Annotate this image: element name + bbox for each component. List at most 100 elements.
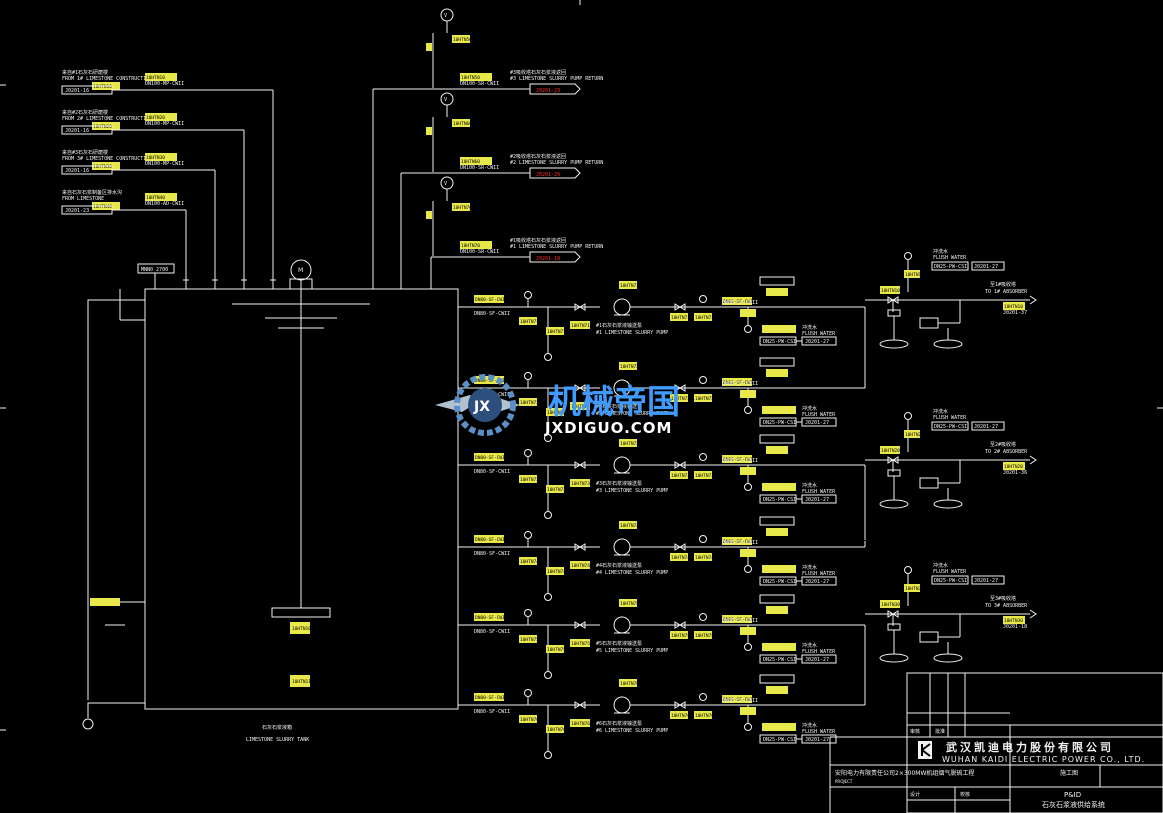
pump-suction-pipe: DN80-SF-CWII [474, 629, 510, 635]
instrument-icon [524, 291, 532, 299]
return-ref-box [529, 167, 581, 179]
pump-panel-tag-box [546, 567, 564, 575]
absorber-ref: J0201-37 [1003, 310, 1027, 316]
instrument-icon [699, 295, 707, 303]
absorber-flush-ref: J0201-27 [974, 264, 998, 270]
pump-suction-tag: DN80-SF-CWII [475, 455, 508, 461]
absorber-control-box [919, 631, 939, 643]
pump-interlock-tag-box [766, 446, 788, 454]
instrument-icon [904, 412, 912, 420]
pump-label-cn: #2石灰石浆液输送泵 [596, 403, 642, 410]
pump-disch-pipe: DN80-SF-CWII [722, 381, 758, 387]
pump-suction-tag: DN80-SF-CWII [475, 615, 508, 621]
pump-valve-tag: 10HTN72 [571, 404, 590, 410]
pump-disch-tag2-box [694, 471, 712, 479]
valve-icon [887, 610, 899, 618]
instrument-icon [544, 353, 552, 361]
pump-panel-tag: 10HTN73 [547, 487, 566, 493]
pump-label-en: #4 LIMESTONE SLURRY PUMP [596, 570, 668, 576]
absorber-flush-cn: 冲洗水 [933, 562, 948, 569]
source-line-tag: 10HTN30 [146, 155, 165, 161]
flush-pipe: DN25-PW-CSI [763, 579, 796, 585]
return-line-tag-box [460, 157, 492, 165]
pump-interlock-tag-box [766, 288, 788, 296]
absorber-valve-tag: 10HTN30 [905, 586, 924, 592]
flush-valve-tag-box [740, 390, 756, 398]
pump-icon [613, 616, 631, 634]
source-label-en: FROM 1# LIMESTONE CONSTRUCTIONS [62, 76, 155, 82]
valve-icon [574, 303, 586, 311]
pump-suction-tag-box [474, 295, 504, 303]
absorber-tag-box [1003, 616, 1025, 624]
instrument-icon [544, 511, 552, 519]
tank-tag-level: 10HTN10 [292, 626, 311, 632]
pump-disch-line-tag-box [722, 297, 752, 305]
source-ref: J0201-16 [65, 88, 89, 94]
source-pipe: DN100-MP-CWII [145, 121, 184, 127]
absorber-flush-pipe: DN25-PW-CSI [934, 578, 967, 584]
return-valve-tag-box [452, 119, 470, 127]
pump-panel-tag: 10HTN74 [547, 569, 566, 575]
pump-suction-tag: DN80-SF-CWII [475, 695, 508, 701]
pump-disch-pipe: DN80-SF-CWII [722, 540, 758, 546]
valve-icon [574, 701, 586, 709]
pump-interlock-box [759, 276, 795, 286]
absorber-tag-box [1003, 302, 1025, 310]
absorber-tag: 10HTN20 [1004, 464, 1023, 470]
flush-valve-tag-box [740, 707, 756, 715]
company-name-cn: 武汉凯迪电力股份有限公司 [946, 740, 1114, 754]
absorber-flush-ref-box [971, 421, 1005, 431]
pump-label-en: #1 LIMESTONE SLURRY PUMP [596, 330, 668, 336]
absorber-instrument-icon [879, 653, 909, 663]
instrument-icon [699, 535, 707, 543]
flush-valve-tag-box [740, 309, 756, 317]
pump-valve-tag: 10HTN74 [571, 563, 590, 569]
pump-disch-tag2-box [694, 711, 712, 719]
pump-panel-tag-box [546, 725, 564, 733]
pump-disch-line-tag-box [722, 537, 752, 545]
return-ref-box [529, 83, 581, 95]
return-ref: J0201-18 [536, 256, 560, 262]
pump-disch-tag-box [670, 471, 688, 479]
flush-label-en: FLUSH WATER [802, 331, 836, 337]
outlet-arrow-icon [1029, 295, 1037, 305]
valve-icon [674, 303, 686, 311]
pump-panel-tag: 10HTN71 [547, 329, 566, 335]
instrument-icon [544, 593, 552, 601]
pump-panel-tag: 10HTN72 [547, 410, 566, 416]
pump-local-tag: 10HTN75 [520, 637, 539, 643]
tank-nozzle-tag: MNN0 2700 [141, 267, 168, 273]
pump-disch-tag2-box [694, 553, 712, 561]
pump-disch-tag2: 10HTN76 [695, 713, 714, 719]
actuator-label: V [444, 181, 447, 187]
outlet-arrow-icon [1029, 609, 1037, 619]
valve-icon [674, 461, 686, 469]
tank-tag-temp: 10HTN11 [292, 679, 311, 685]
pump-suction-tag: DN80-SF-CWII [475, 378, 508, 384]
pump-interlock-box [759, 434, 795, 444]
absorber-flush-pipe: DN25-PW-CSI [934, 424, 967, 430]
return-vtag-box [426, 43, 432, 51]
pump-icon [613, 456, 631, 474]
pump-local-tag: 10HTN76 [520, 717, 539, 723]
absorber-instrument-icon [879, 499, 909, 509]
valve-icon [574, 621, 586, 629]
absorber-control-box [919, 317, 939, 329]
source-ref: J0201-16 [65, 128, 89, 134]
pump-suction-pipe: DN80-SF-CWII [474, 311, 510, 317]
pump-disch-line-tag: DN80-SF-CWII [723, 617, 756, 623]
instrument-icon [524, 689, 532, 697]
source-ref: J0201-16 [65, 168, 89, 174]
pump-valve-tag-box [570, 402, 590, 410]
tb-cell-review: 审核 [910, 728, 920, 735]
flush-label-cn: 冲洗水 [802, 482, 817, 489]
instrument-icon [744, 723, 752, 731]
pump-disch-tag: 10HTN72 [671, 396, 690, 402]
flush-tag-box [762, 565, 796, 573]
pump-label-en: #6 LIMESTONE SLURRY PUMP [596, 728, 668, 734]
pump-disch-tag: 10HTN76 [671, 713, 690, 719]
pump-disch-line-tag: DN80-SF-CWII [723, 457, 756, 463]
instrument-icon [544, 751, 552, 759]
